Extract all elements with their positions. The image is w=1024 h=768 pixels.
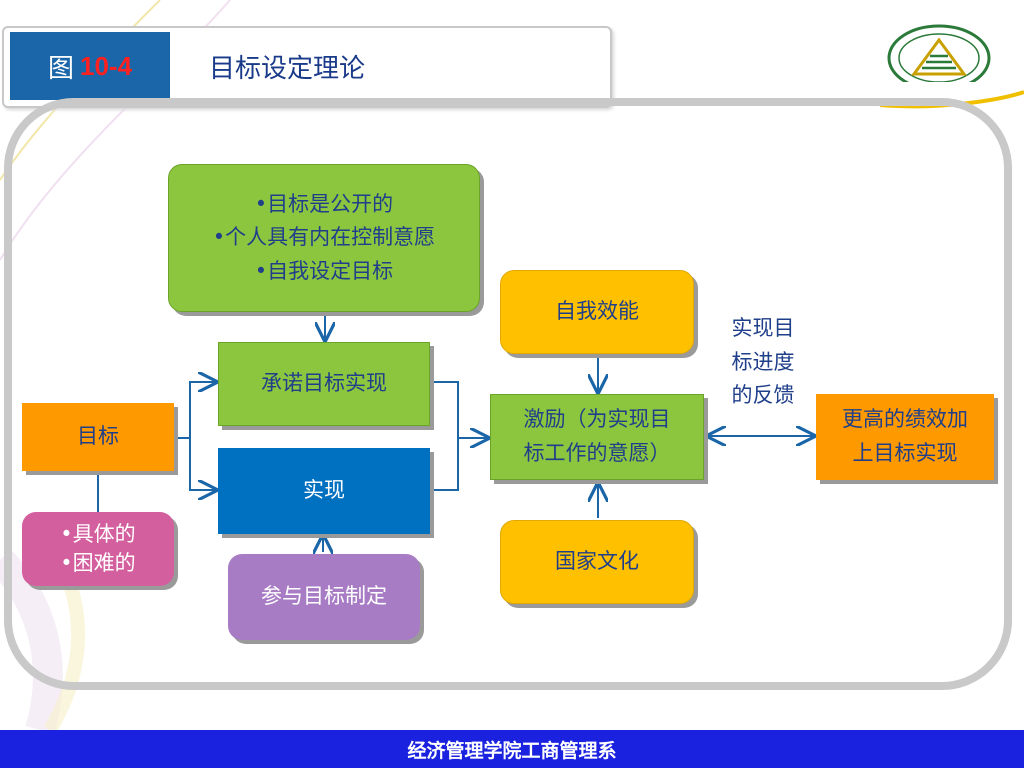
feedback-line-3: 的反馈 xyxy=(731,383,795,408)
commitment-box: 承诺目标实现 xyxy=(218,342,430,426)
feedback-line-1: 实现目 xyxy=(731,316,795,340)
higher-performance-box: 更高的绩效加 上目标实现 xyxy=(816,394,994,480)
goal-trait-specific: •具体的 xyxy=(60,521,136,546)
higher-performance-line-1: 更高的绩效加 xyxy=(842,407,968,432)
title-bar: 图 10-4 目标设定理论 xyxy=(2,26,612,108)
goal-trait-difficult: •困难的 xyxy=(60,551,136,575)
diagram-frame xyxy=(4,98,1012,690)
public-goal-line-1: •目标是公开的 xyxy=(254,191,394,216)
goal-traits-box: •具体的 •困难的 xyxy=(22,512,174,586)
feedback-line-2: 标进度 xyxy=(731,349,795,374)
footer-bar: 经济管理学院工商管理系 xyxy=(0,730,1024,768)
self-efficacy-box: 自我效能 xyxy=(500,270,694,354)
motivation-line-2: 标工作的意愿） xyxy=(523,441,671,465)
achievement-box: 实现 xyxy=(218,448,430,534)
higher-performance-line-2: 上目标实现 xyxy=(852,441,958,465)
goal-box: 目标 xyxy=(22,403,174,471)
public-goal-box: •目标是公开的 •个人具有内在控制意愿 •自我设定目标 xyxy=(168,164,480,312)
motivation-box: 激励（为实现目 标工作的意愿） xyxy=(490,394,704,480)
public-goal-line-2: •个人具有内在控制意愿 xyxy=(212,225,436,250)
national-culture-box: 国家文化 xyxy=(500,520,694,604)
public-goal-line-3: •自我设定目标 xyxy=(254,258,394,283)
feedback-label: 实现目 标进度 的反馈 xyxy=(718,312,808,413)
figure-prefix: 图 xyxy=(47,53,74,84)
motivation-line-1: 激励（为实现目 xyxy=(523,407,671,432)
participation-box: 参与目标制定 xyxy=(228,554,420,640)
figure-number: 10-4 xyxy=(79,50,133,81)
page-title: 目标设定理论 xyxy=(209,53,366,84)
university-logo xyxy=(887,24,991,82)
figure-tab: 图 10-4 xyxy=(10,32,170,100)
